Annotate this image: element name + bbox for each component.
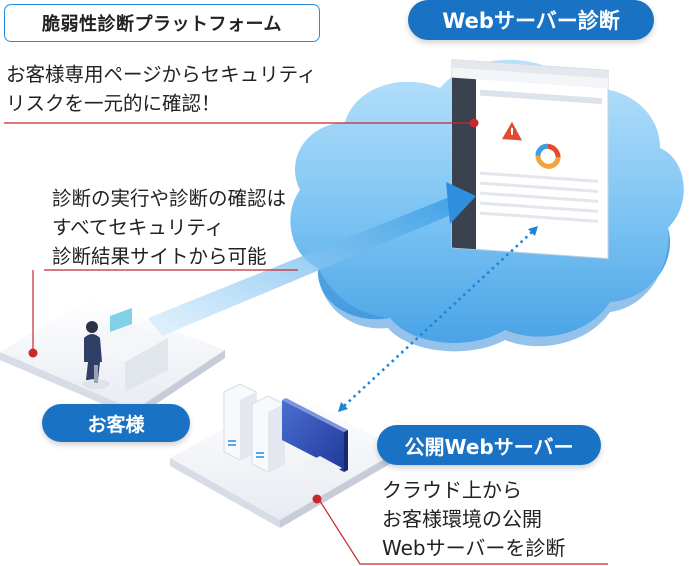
platform-title-badge: 脆弱性診断プラットフォーム: [4, 4, 320, 42]
public-web-server-badge: 公開Webサーバー: [377, 425, 601, 465]
office-worker-icon: [75, 307, 168, 392]
donut-chart-icon: [535, 143, 561, 169]
cloud-scan-description: クラウド上から お客様環境の公開 Webサーバーを診断: [382, 478, 566, 560]
web-server-scan-badge: Webサーバー診断: [408, 0, 654, 40]
monitor-icon: [282, 398, 348, 478]
customer-badge: お客様: [42, 404, 190, 442]
callout-dot-server: [312, 494, 322, 504]
browser-window: [451, 59, 609, 260]
site-description: 診断の実行や診断の確認は すべてセキュリティ 診断結果サイトから可能: [52, 187, 287, 268]
warning-icon: [502, 121, 522, 141]
callout-leader-lines: [4, 122, 608, 565]
scan-request-arrow: [148, 182, 476, 336]
callout-dot-portal: [469, 118, 479, 128]
server-rack-icon: [223, 383, 285, 473]
callout-dot-customer: [28, 348, 38, 358]
server-platform: [170, 392, 400, 528]
scan-connection-line: [338, 226, 538, 412]
portal-description: お客様専用ページからセキュリティ リスクを一元的に確認！: [6, 63, 317, 115]
